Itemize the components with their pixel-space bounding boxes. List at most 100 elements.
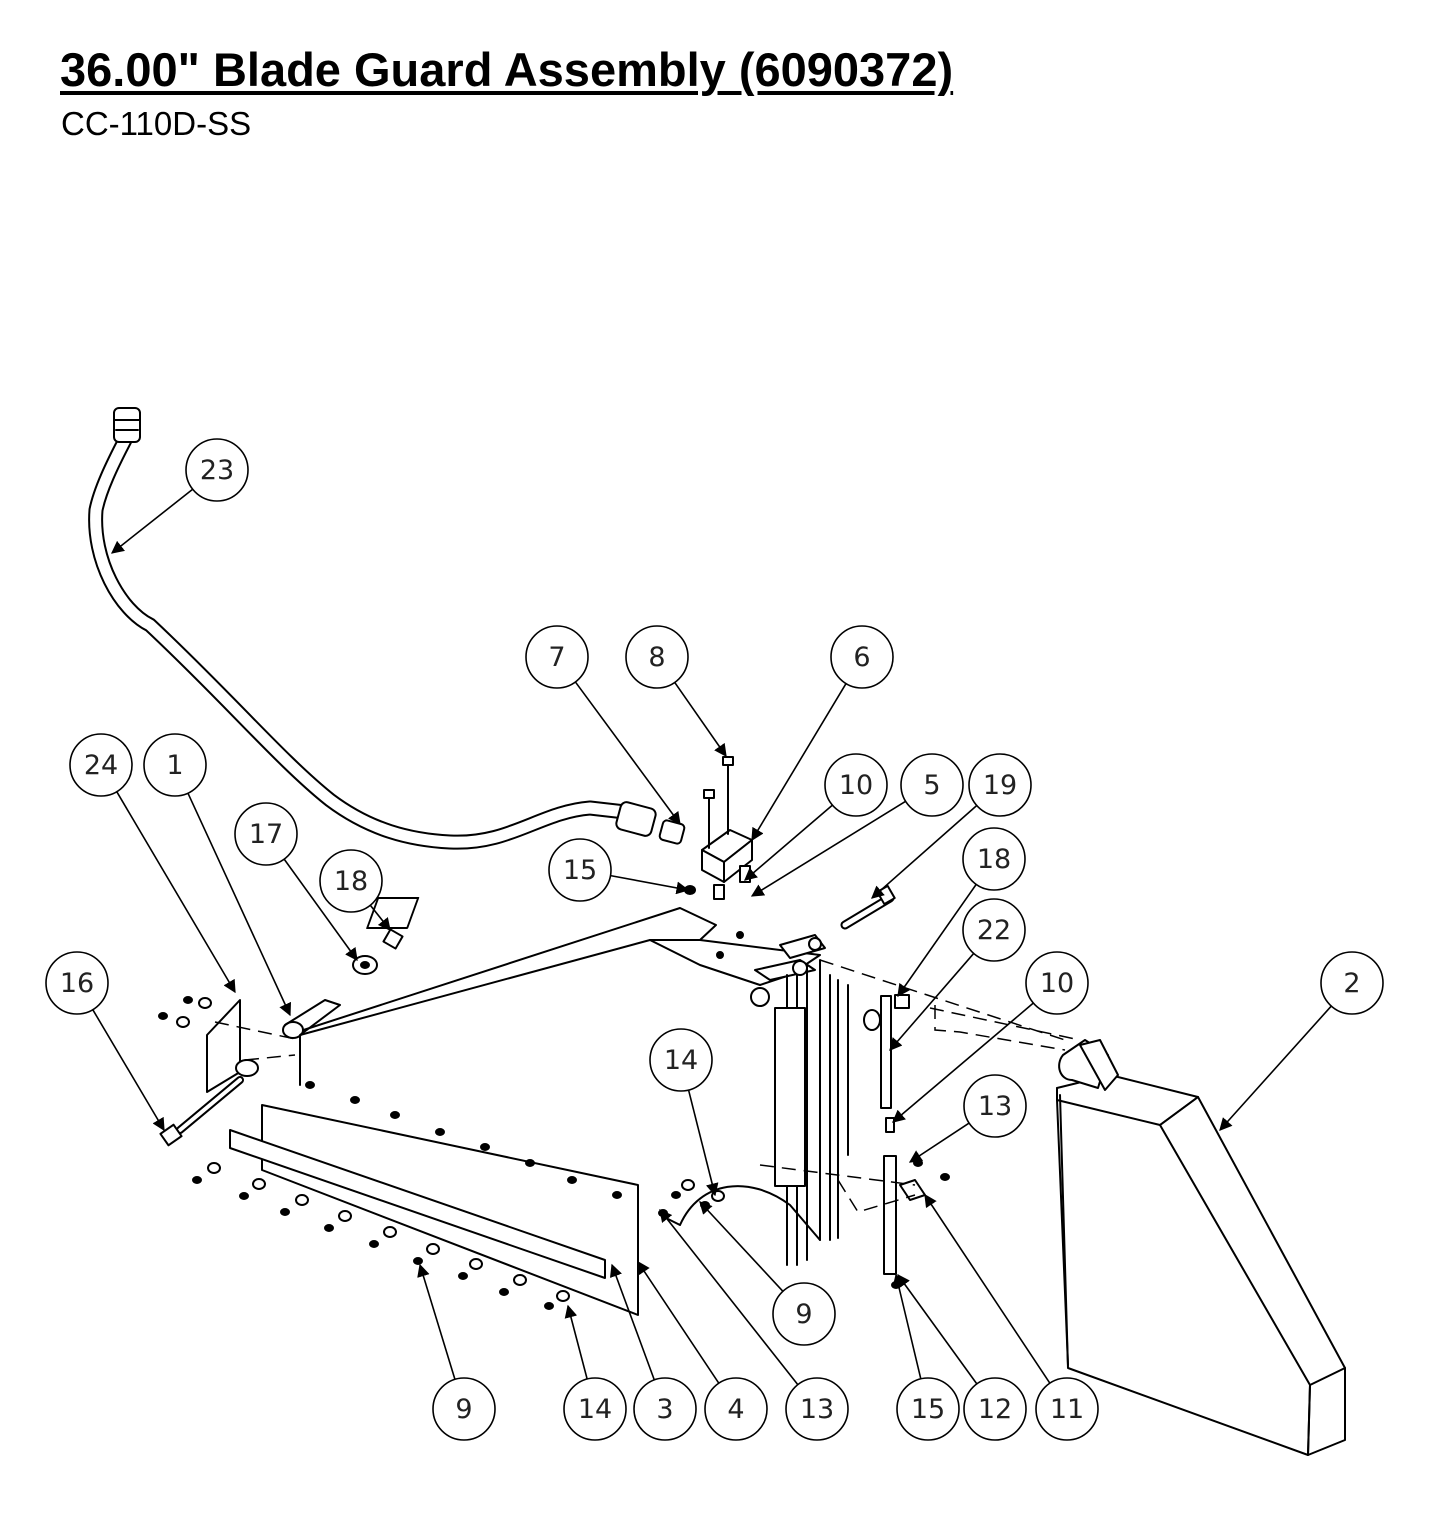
- callout-leader-line: [1219, 1005, 1332, 1131]
- callout-9: 9: [699, 1201, 836, 1346]
- callout-number: 16: [60, 968, 94, 999]
- callout-17: 17: [234, 802, 358, 962]
- callout-number: 13: [800, 1394, 834, 1425]
- callout-number: 1: [166, 750, 183, 781]
- callout-15: 15: [892, 1273, 960, 1441]
- callout-number: 18: [977, 844, 1011, 875]
- callout-circle: [548, 838, 612, 902]
- callout-circle: [625, 625, 689, 689]
- callout-leader-line: [110, 488, 194, 554]
- callout-19: 19: [871, 753, 1032, 899]
- callout-circle: [649, 1028, 713, 1092]
- callout-number: 9: [795, 1299, 812, 1330]
- assembly-guide-lines: [214, 959, 1081, 1213]
- callout-number: 15: [563, 855, 597, 886]
- callout-12: 12: [897, 1273, 1027, 1441]
- callout-leader-line: [92, 1009, 165, 1132]
- callout-circle: [785, 1377, 849, 1441]
- callout-leader-line: [871, 804, 978, 899]
- callout-circle: [1035, 1377, 1099, 1441]
- callout-leader-line: [674, 681, 727, 758]
- callout-number: 10: [1040, 968, 1074, 999]
- callout-leader-line: [283, 858, 358, 962]
- callout-circle: [525, 625, 589, 689]
- callout-number: 10: [839, 770, 873, 801]
- callout-number: 4: [727, 1394, 744, 1425]
- callout-leader-line: [897, 1273, 978, 1385]
- callout-number: 15: [911, 1394, 945, 1425]
- hose-part: [88, 407, 686, 850]
- callout-10: 10: [744, 753, 888, 881]
- callout-11: 11: [924, 1193, 1099, 1441]
- callout-leader-line: [699, 1201, 784, 1292]
- callout-circle: [704, 1377, 768, 1441]
- callout-1: 1: [143, 733, 292, 1017]
- callout-leader-line: [659, 1208, 799, 1386]
- callout-leader-line: [744, 804, 833, 881]
- callout-circle: [1320, 951, 1384, 1015]
- callout-9: 9: [417, 1263, 496, 1441]
- callout-circle: [963, 1074, 1027, 1138]
- callout-leader-line: [750, 800, 907, 897]
- callout-leader-line: [369, 904, 391, 932]
- parts-artwork: [88, 407, 1346, 1456]
- callout-leader-line: [187, 792, 292, 1017]
- callout-circle: [185, 438, 249, 502]
- callout-circle: [962, 898, 1026, 962]
- callout-leader-line: [892, 1002, 1034, 1123]
- callout-6: 6: [751, 625, 894, 842]
- callout-leader-line: [610, 874, 690, 895]
- callout-number: 5: [923, 770, 940, 801]
- callout-number: 8: [648, 642, 665, 673]
- callout-leader-line: [574, 681, 681, 826]
- callout-circle: [69, 733, 133, 797]
- callout-23: 23: [110, 438, 249, 554]
- callout-number: 3: [656, 1394, 673, 1425]
- callout-leader-line: [564, 1304, 588, 1380]
- callout-number: 14: [578, 1394, 612, 1425]
- callout-circle: [772, 1282, 836, 1346]
- callout-circle: [563, 1377, 627, 1441]
- callout-leader-line: [116, 791, 236, 994]
- callout-13: 13: [659, 1208, 849, 1441]
- callout-number: 6: [853, 642, 870, 673]
- callout-circle: [968, 753, 1032, 817]
- diagram-title: 36.00" Blade Guard Assembly (6090372): [60, 43, 954, 96]
- callout-circle: [962, 827, 1026, 891]
- callout-leader-line: [897, 883, 977, 998]
- callout-circle: [45, 951, 109, 1015]
- callout-16: 16: [45, 951, 165, 1132]
- callout-circle: [234, 802, 298, 866]
- hinge-bracket-part: [750, 934, 849, 1266]
- callout-13: 13: [908, 1074, 1027, 1163]
- callout-circle: [1025, 951, 1089, 1015]
- callout-number: 7: [548, 642, 565, 673]
- callout-number: 12: [978, 1394, 1012, 1425]
- callout-number: 19: [983, 770, 1017, 801]
- callout-circle: [830, 625, 894, 689]
- callout-18: 18: [897, 827, 1026, 998]
- callout-leader-line: [417, 1263, 456, 1380]
- callout-leader-line: [751, 683, 847, 842]
- callout-circle: [319, 849, 383, 913]
- callout-circle: [896, 1377, 960, 1441]
- callout-number: 9: [455, 1394, 472, 1425]
- callout-number: 2: [1343, 968, 1360, 999]
- manifold-block-part: [684, 756, 753, 900]
- blade-guard-housing-part: [1056, 1039, 1346, 1456]
- callout-circle: [963, 1377, 1027, 1441]
- callout-number: 23: [200, 455, 234, 486]
- washer-nut-part: [352, 928, 910, 1009]
- callout-7: 7: [525, 625, 681, 826]
- callout-circle: [824, 753, 888, 817]
- callout-5: 5: [750, 753, 964, 897]
- callout-10: 10: [892, 951, 1089, 1123]
- callout-18: 18: [319, 849, 391, 932]
- callout-number: 24: [84, 750, 118, 781]
- callout-leader-line: [889, 952, 975, 1051]
- callout-leader-line: [924, 1193, 1051, 1384]
- callout-3: 3: [609, 1263, 697, 1441]
- model-number: CC-110D-SS: [61, 105, 252, 142]
- flap-strip-part: [229, 1104, 821, 1316]
